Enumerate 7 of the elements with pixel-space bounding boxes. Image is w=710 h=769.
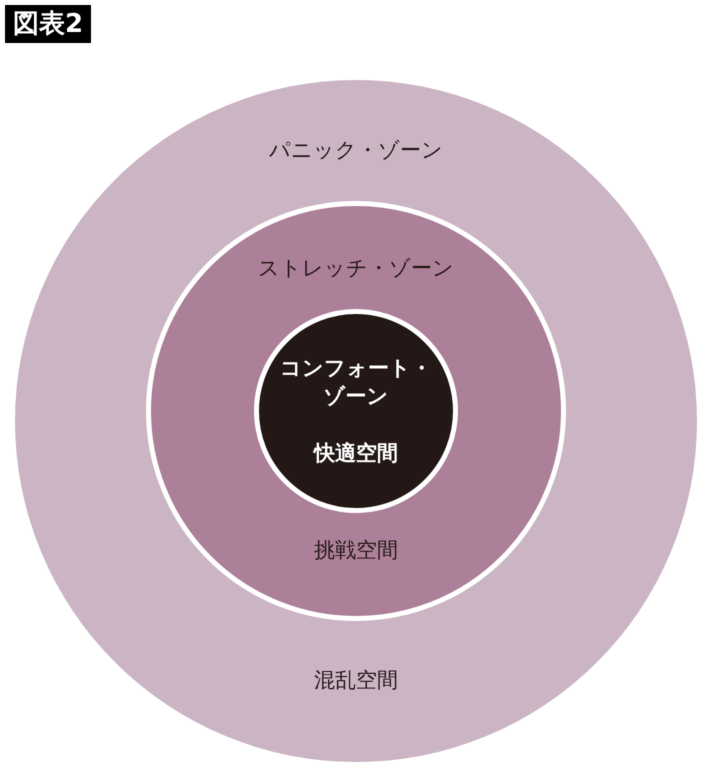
zone-name: ストレッチ・ゾーン [257,255,455,282]
zone-description: 快適空間 [312,440,399,467]
figure-title: 図表2 [5,5,92,43]
zone-description: 混乱空間 [313,667,399,694]
zone-name: コンフォート・ゾーン [278,355,433,410]
zone-description: 挑戦空間 [313,537,399,564]
zone-name: パニック・ゾーン [268,137,444,164]
